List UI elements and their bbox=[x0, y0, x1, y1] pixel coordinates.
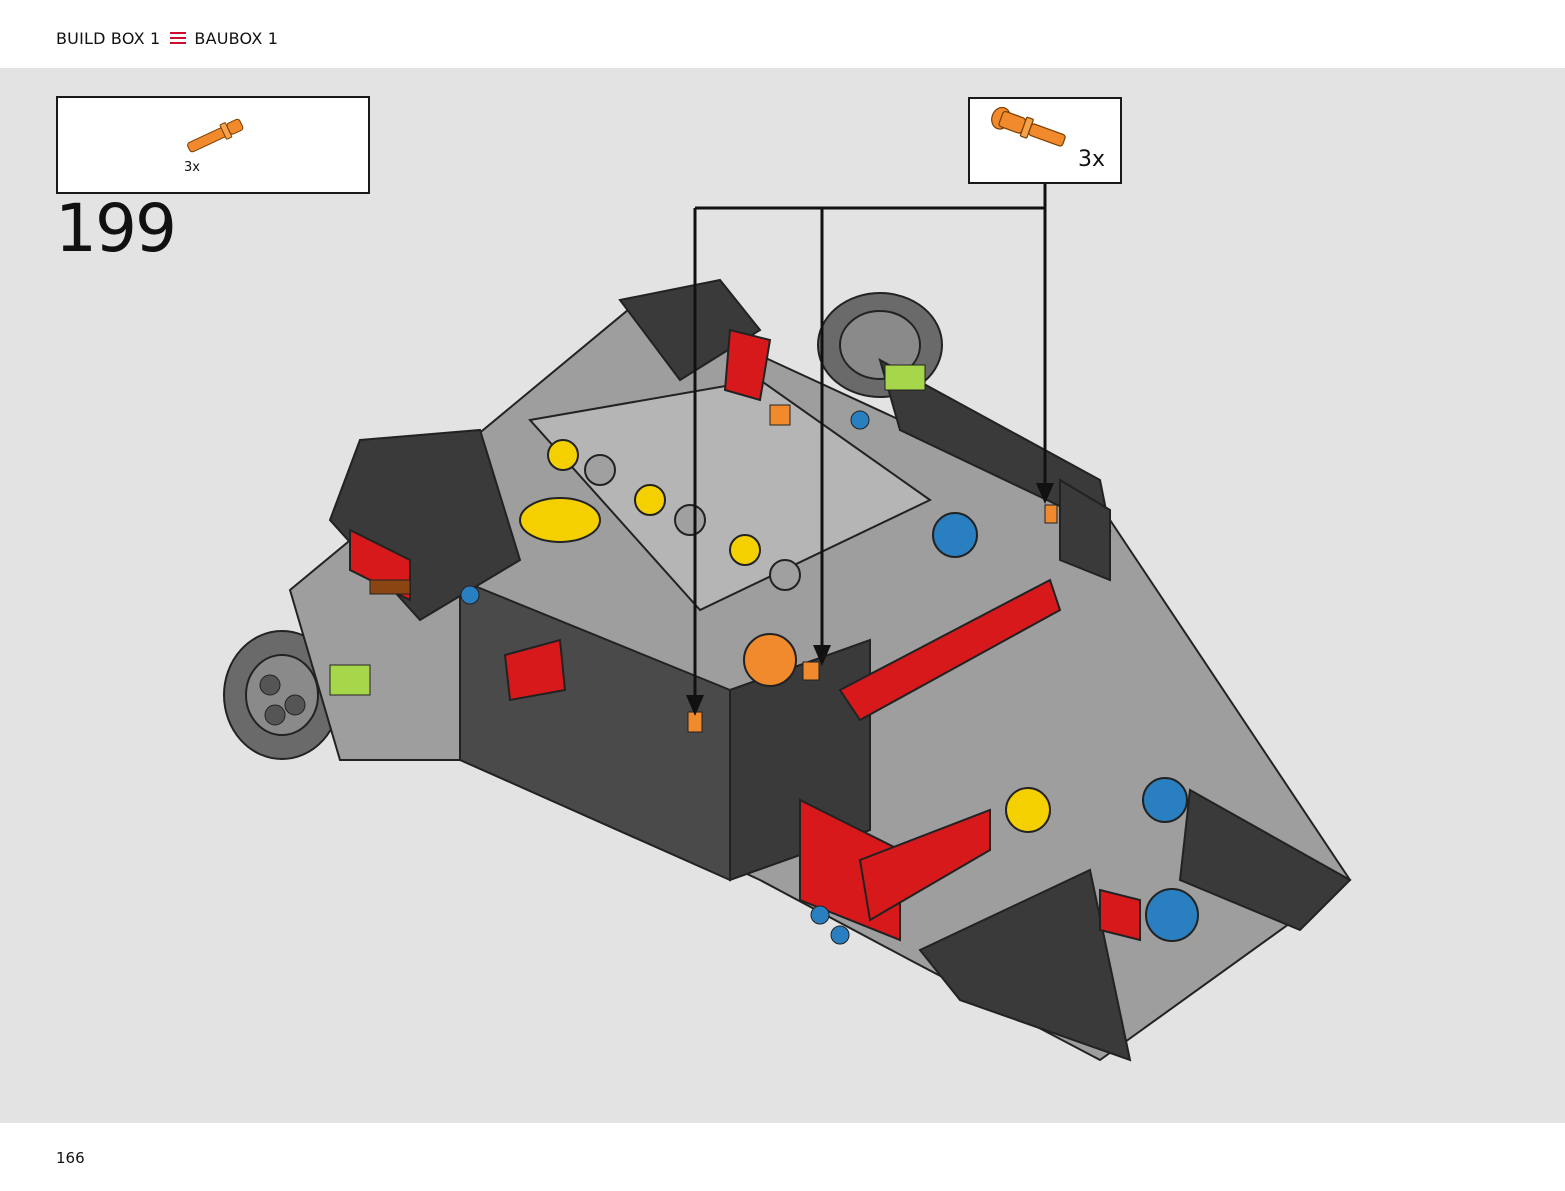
callout-quantity: 3x bbox=[1078, 147, 1106, 172]
parts-quantity: 3x bbox=[184, 160, 200, 175]
parts-list-box: 3x bbox=[56, 96, 370, 194]
small-parts bbox=[329, 364, 1058, 945]
arrow-head-left bbox=[686, 695, 704, 716]
callout-arrows bbox=[693, 181, 1047, 695]
front-wheel-hub bbox=[223, 630, 341, 760]
build-box-title: BUILD BOX 1 bbox=[56, 28, 161, 48]
step-number: 199 bbox=[55, 190, 177, 267]
page-header: BUILD BOX 1 BAUBOX 1 bbox=[0, 0, 1565, 68]
gears bbox=[743, 512, 1199, 942]
orange-axle-pin-icon bbox=[187, 118, 244, 153]
main-chassis bbox=[288, 278, 1352, 1062]
orange-axle-pin-icon bbox=[991, 107, 1066, 147]
page-footer: 166 bbox=[0, 1123, 1565, 1191]
arrow-head-middle bbox=[813, 645, 831, 666]
engine-block bbox=[519, 378, 932, 612]
baubox-title: BAUBOX 1 bbox=[194, 28, 279, 48]
page-number: 166 bbox=[56, 1149, 85, 1167]
arrow-head-right bbox=[1036, 483, 1054, 504]
triple-bar-icon bbox=[170, 32, 187, 44]
callout-box: 3x bbox=[968, 97, 1122, 184]
red-beams bbox=[349, 328, 1141, 942]
arrow-heads bbox=[686, 483, 1054, 716]
build-box-label: BUILD BOX 1 BAUBOX 1 bbox=[56, 26, 278, 50]
